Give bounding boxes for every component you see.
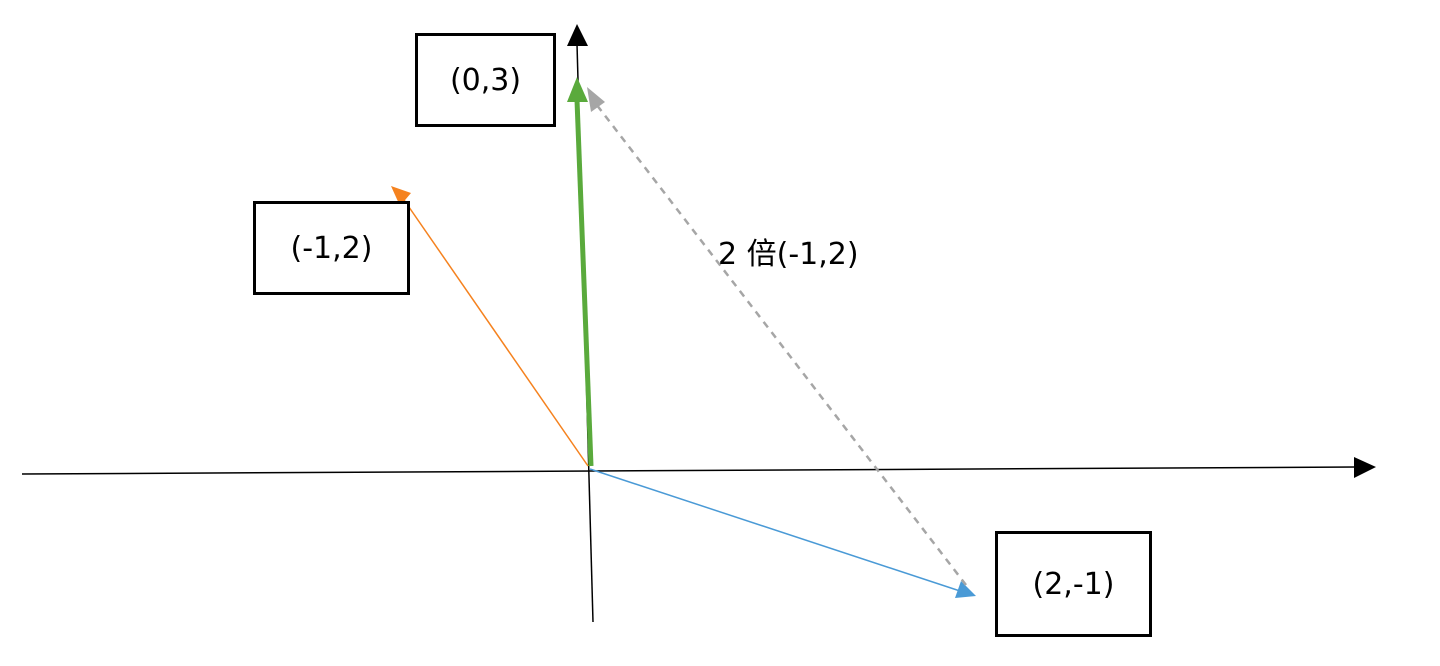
green-vector-label-box: (0,3)	[415, 33, 556, 127]
dashed-vector-label: 2 倍(-1,2)	[718, 237, 859, 272]
orange-vector-label-box: (-1,2)	[253, 201, 410, 295]
blue-vector-label: (2,-1)	[1032, 566, 1115, 602]
orange-vector-label: (-1,2)	[290, 230, 373, 266]
x-axis	[21, 466, 1357, 475]
green-vector-label: (0,3)	[449, 62, 522, 98]
x-axis-arrowhead	[1354, 457, 1376, 478]
blue-vector-arrowhead	[955, 581, 976, 598]
blue-vector	[589, 468, 961, 592]
green-vector	[574, 99, 594, 467]
orange-vector-arrowhead	[391, 186, 411, 206]
dashed-vector	[592, 99, 967, 586]
orange-vector	[401, 196, 589, 467]
dashed-vector-arrowhead	[587, 87, 605, 112]
y-axis-arrowhead	[567, 24, 588, 46]
blue-vector-label-box: (2,-1)	[995, 531, 1152, 637]
green-vector-arrowhead	[567, 77, 588, 102]
